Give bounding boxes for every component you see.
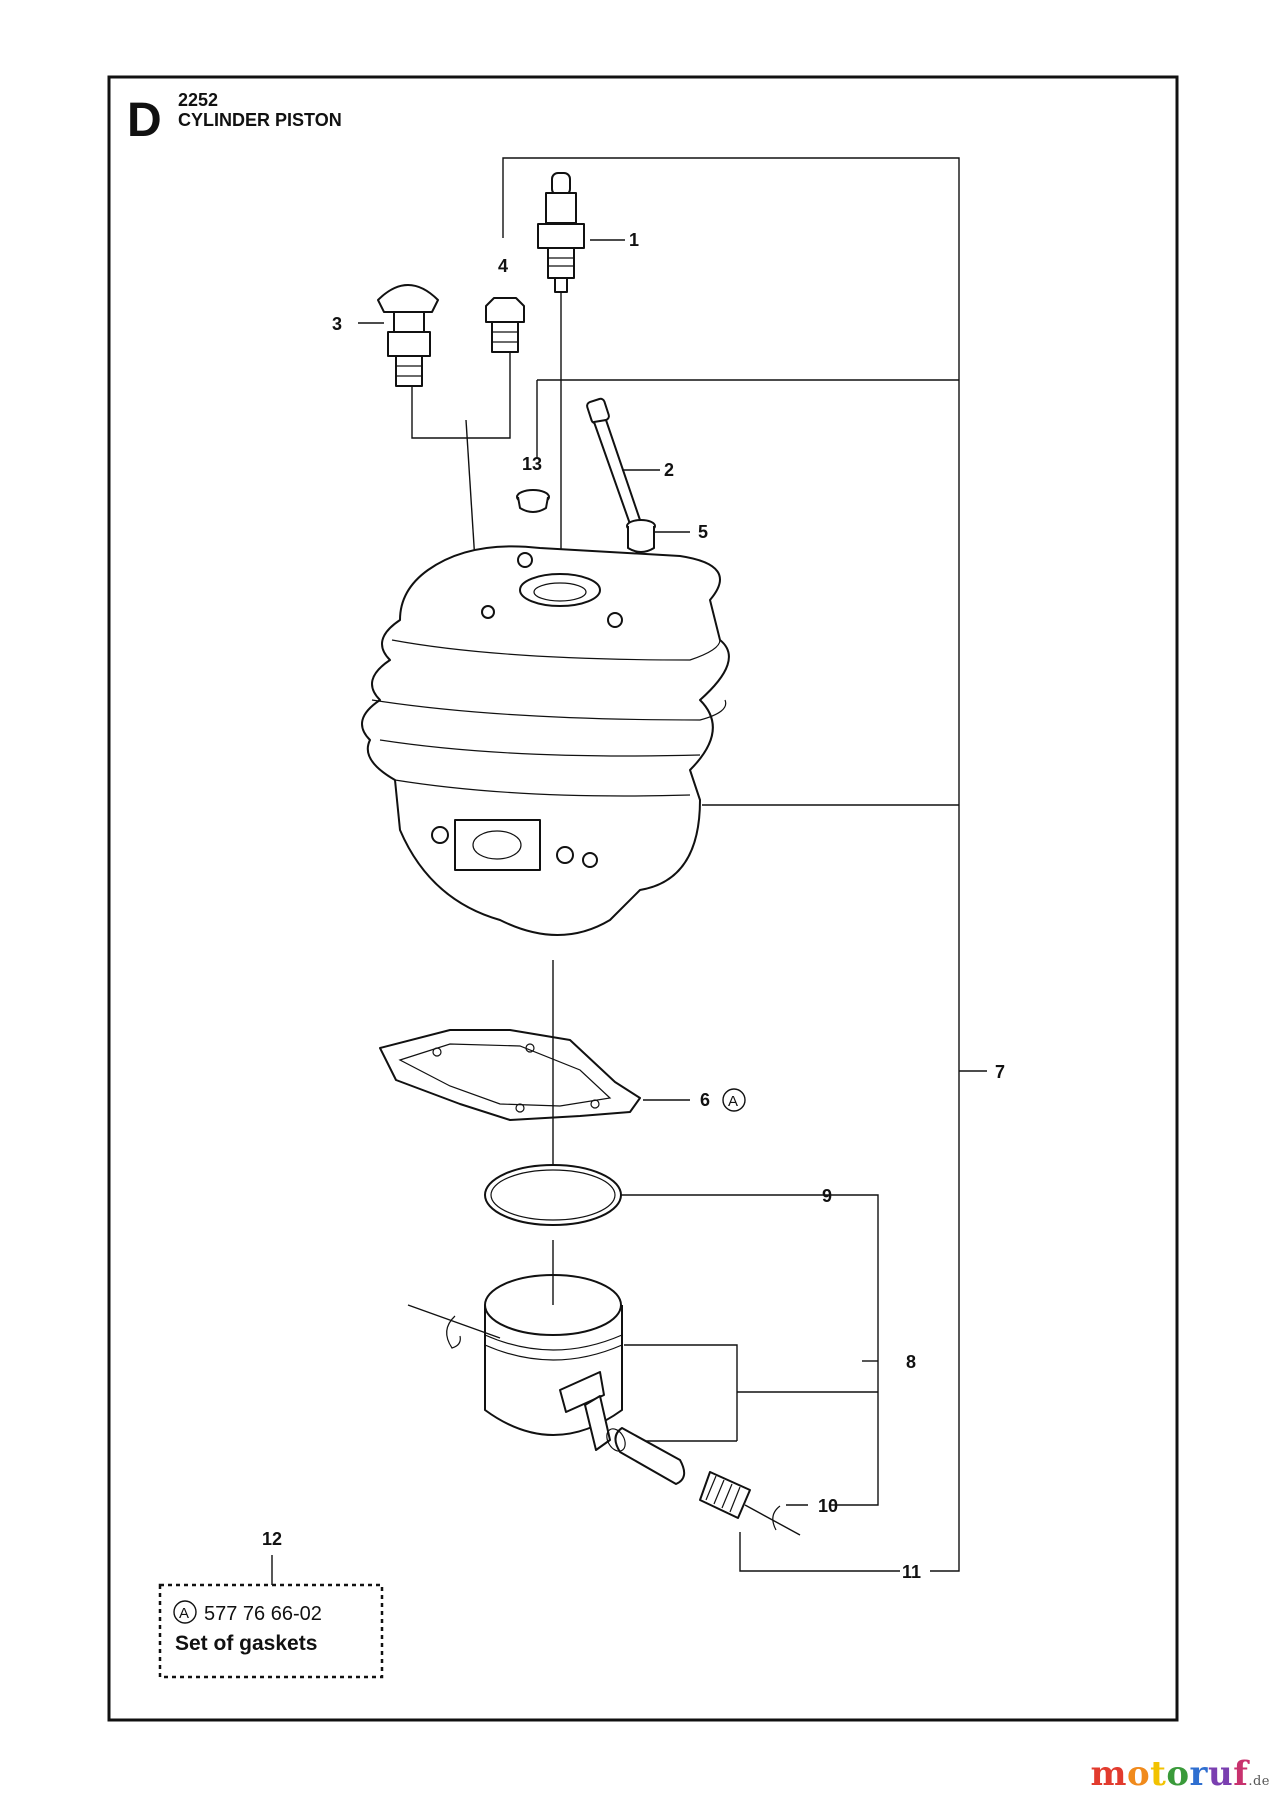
circlip-right	[744, 1504, 808, 1536]
section-letter: D	[127, 94, 162, 147]
kit-mark: A	[179, 1605, 189, 1622]
kit-mark-circle	[173, 1600, 197, 1624]
callout-4: 4	[498, 256, 508, 276]
piston-pin	[606, 1427, 686, 1485]
callout-13: 13	[522, 454, 542, 474]
motoruf-watermark: motoruf.de	[1090, 1754, 1270, 1794]
piston-ring	[484, 1164, 879, 1506]
callout-5: 5	[698, 522, 708, 542]
callout-12: 12	[262, 1529, 282, 1549]
callout-9: 9	[822, 1186, 832, 1206]
callout-3: 3	[332, 314, 342, 334]
callout-2: 2	[664, 460, 674, 480]
piston	[484, 1240, 878, 1451]
model-number: 2252	[178, 90, 218, 110]
spark-plug	[537, 172, 625, 606]
callout-6: 6	[700, 1090, 710, 1110]
page-frame	[107, 75, 1179, 1722]
section-title: CYLINDER PISTON	[178, 110, 342, 130]
wm-letter: o	[1126, 1754, 1151, 1794]
callout-6-mark: A	[722, 1088, 746, 1112]
wm-letter: o	[1166, 1754, 1190, 1794]
kit-part-number: 577 76 66-02	[204, 1603, 322, 1625]
callout-10: 10	[818, 1496, 838, 1516]
gasket-kit-box: A 577 76 66-02 Set of gaskets	[158, 1583, 384, 1679]
wm-letter: t	[1150, 1754, 1167, 1794]
callout-8: 8	[906, 1352, 916, 1372]
callout-1: 1	[629, 230, 639, 250]
callout-7: 7	[995, 1062, 1005, 1082]
plug-screw	[485, 297, 525, 353]
wm-letter: m	[1090, 1754, 1127, 1794]
bushing	[626, 519, 690, 553]
cylinder	[361, 545, 730, 1020]
wm-letter: u	[1207, 1754, 1234, 1794]
decompression-valve	[358, 284, 511, 641]
needle-bearing	[699, 1471, 900, 1572]
wm-suffix: .de	[1248, 1774, 1270, 1789]
assembly-bracket-7	[502, 157, 987, 1572]
cylinder-gasket	[379, 1020, 690, 1165]
wm-letter: r	[1189, 1754, 1208, 1794]
circlip-left	[407, 1304, 501, 1349]
grommet	[516, 489, 550, 513]
wm-letter: f	[1233, 1754, 1249, 1794]
callout-11: 11	[902, 1562, 921, 1582]
kit-description: Set of gaskets	[175, 1632, 317, 1655]
cylinder-screw	[586, 397, 660, 525]
svg-text:A: A	[728, 1093, 738, 1110]
